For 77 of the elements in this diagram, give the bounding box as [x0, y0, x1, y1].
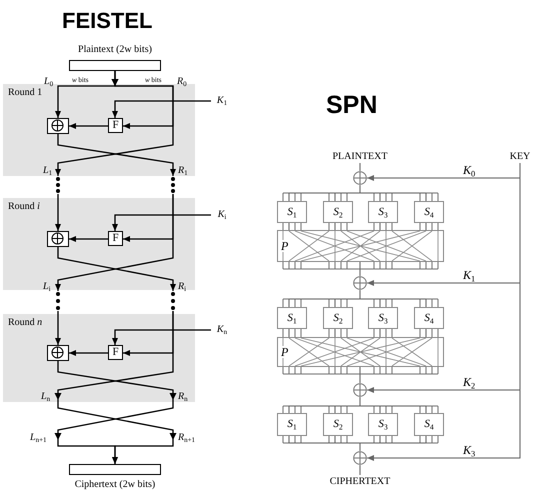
node-label: K$_{1}$ [211, 94, 233, 108]
function-box: F [108, 231, 123, 246]
function-box: F [108, 345, 123, 360]
arrow [57, 134, 176, 176]
arrow [69, 236, 108, 242]
arrow [55, 194, 61, 231]
substitution-box: S$_{4}$ [414, 307, 444, 329]
xor-circle [353, 276, 367, 290]
block-label: Ciphertext (2w bits) [74, 479, 156, 490]
signal-label: L$_{n+1}$ [30, 433, 47, 443]
ellipsis-dots [54, 291, 62, 311]
substitution-box: S$_{2}$ [323, 201, 353, 223]
connector-line [360, 290, 426, 308]
signal-label: R$_{i}$ [178, 282, 186, 292]
signal-label: R$_{n}$ [178, 392, 188, 402]
node-label: PLAINTEXT [318, 150, 402, 163]
signal-label: L$_{1}$ [43, 166, 52, 176]
permutation-label: P [281, 346, 288, 358]
substitution-box: S$_{3}$ [368, 201, 398, 223]
arrow [112, 214, 211, 231]
signal-label: L$_{i}$ [43, 282, 51, 292]
edge-label: K$_{2}$ [463, 376, 476, 388]
xor-box [47, 118, 69, 134]
signal-label: L$_{0}$ [44, 77, 54, 87]
xor-circle [353, 383, 367, 397]
arrow [55, 194, 174, 291]
arrow [366, 162, 520, 461]
xor-circle [353, 451, 367, 465]
substitution-box: S$_{3}$ [368, 413, 398, 436]
arrow [112, 100, 211, 118]
round-panel [3, 198, 195, 290]
arrow [112, 329, 211, 345]
arrow [57, 247, 176, 291]
ellipsis-dots [169, 176, 177, 194]
xor-box [47, 231, 69, 247]
substitution-box: S$_{2}$ [323, 307, 353, 329]
ellipsis-dots [169, 291, 177, 311]
connector-line [334, 328, 336, 338]
connector-line [360, 184, 426, 202]
block-label: Plaintext (2w bits) [77, 44, 153, 56]
node-label: CIPHERTEXT [312, 475, 408, 488]
signal-label: R$_{n+1}$ [178, 433, 196, 443]
round-panel [3, 314, 195, 402]
signal-label: R$_{1}$ [178, 166, 188, 176]
permutation-label: P [281, 240, 288, 252]
edge-label: K$_{1}$ [463, 269, 476, 281]
xor-circle [353, 171, 367, 185]
round-label: Round i [8, 202, 40, 212]
connector-line [360, 436, 426, 452]
signal-label: L$_{n}$ [41, 392, 50, 402]
signal-label: R$_{0}$ [177, 77, 187, 87]
section-title: FEISTEL [62, 10, 152, 32]
arrow [69, 350, 108, 356]
substitution-box: S$_{1}$ [277, 201, 307, 223]
node-label: K$_{n}$ [211, 323, 233, 337]
connector-line [288, 328, 290, 338]
substitution-box: S$_{2}$ [323, 413, 353, 436]
substitution-box: S$_{3}$ [368, 307, 398, 329]
node-label: KEY [502, 150, 538, 163]
edge-label: K$_{3}$ [463, 444, 476, 456]
arrow [55, 311, 61, 345]
substitution-box: S$_{4}$ [414, 201, 444, 223]
xor-box [47, 345, 69, 361]
connector-line [288, 222, 290, 230]
substitution-box: S$_{1}$ [277, 413, 307, 436]
connector-line [360, 396, 426, 414]
round-label: Round n [8, 318, 42, 328]
edge-label: K$_{0}$ [463, 164, 476, 176]
arrow [69, 123, 108, 129]
node-label: K$_{i}$ [211, 208, 233, 222]
ellipsis-dots [54, 176, 62, 194]
substitution-box: S$_{4}$ [414, 413, 444, 436]
substitution-box: S$_{1}$ [277, 307, 307, 329]
round-label: Round 1 [8, 88, 42, 98]
connector-line [334, 222, 336, 230]
function-box: F [108, 118, 123, 133]
section-title: SPN [326, 93, 378, 118]
